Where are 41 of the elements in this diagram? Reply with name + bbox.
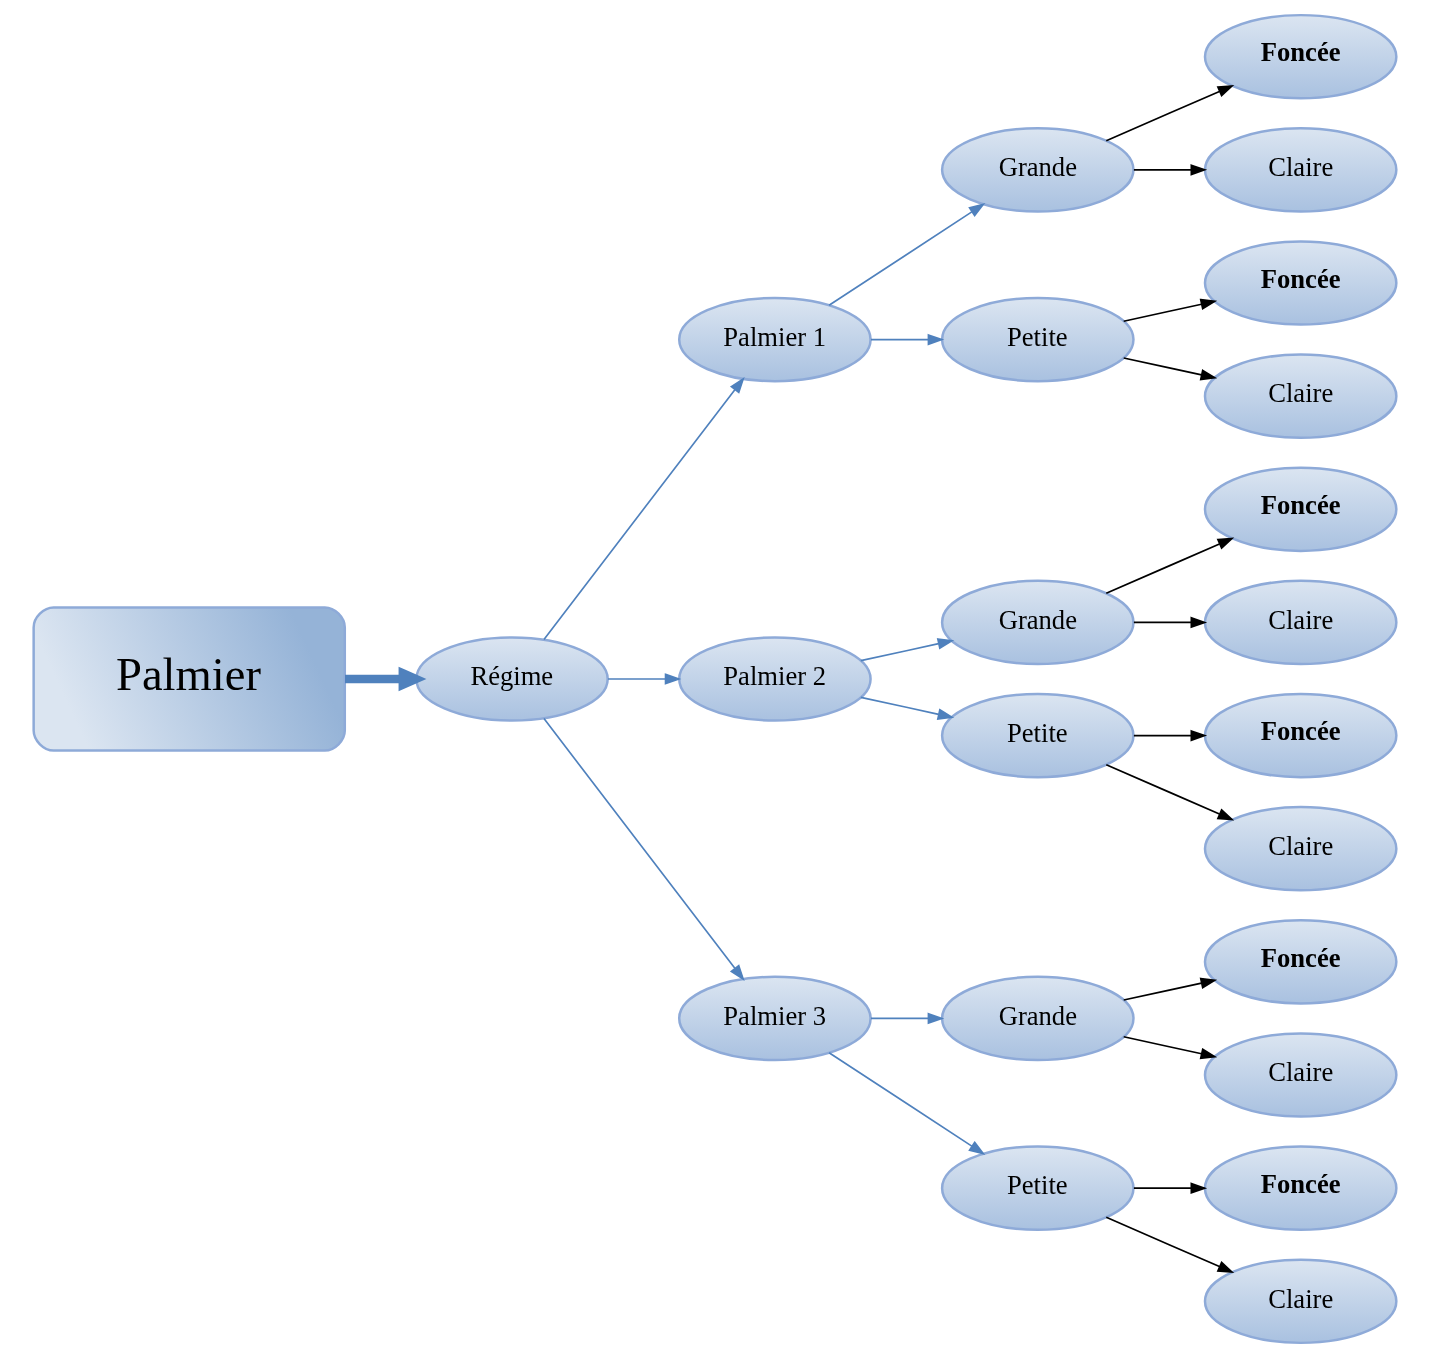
node-ellipse: Foncée	[1203, 1145, 1398, 1231]
arrow	[1105, 537, 1235, 595]
arrow	[543, 717, 745, 982]
arrow	[1105, 84, 1235, 142]
arrow	[1133, 1182, 1208, 1194]
node-ellipse: Petite	[940, 692, 1135, 779]
node-ellipse: Grande	[940, 579, 1135, 666]
arrow	[1105, 1216, 1235, 1274]
arrow	[828, 203, 986, 307]
arrow	[1122, 1035, 1218, 1060]
arrow	[1105, 763, 1235, 821]
node-ellipse: Claire	[1203, 579, 1398, 666]
arrow	[870, 1012, 945, 1025]
node-ellipse: Claire	[1203, 1032, 1398, 1118]
node-ellipse: Claire	[1203, 353, 1398, 439]
node-ellipse: Palmier 2	[678, 636, 872, 722]
arrow	[860, 638, 955, 662]
arrow	[1133, 616, 1208, 629]
node-box: Palmier	[32, 606, 347, 752]
arrow	[1133, 729, 1208, 742]
node-ellipse: Palmier 3	[678, 975, 872, 1062]
node-ellipse: Régime	[415, 636, 609, 722]
node-ellipse: Petite	[940, 296, 1135, 383]
arrow	[1122, 357, 1218, 381]
arrow	[1122, 298, 1218, 323]
arrow	[607, 673, 682, 685]
node-ellipse: Grande	[940, 127, 1135, 213]
arrow	[1122, 977, 1218, 1001]
arrow	[543, 376, 745, 641]
node-ellipse: Foncée	[1203, 240, 1398, 326]
node-ellipse: Foncée	[1203, 692, 1398, 779]
node-ellipse: Palmier 1	[678, 296, 872, 383]
arrow	[870, 333, 945, 346]
node-ellipse: Petite	[940, 1145, 1135, 1231]
node-ellipse: Grande	[940, 975, 1135, 1062]
node-ellipse: Claire	[1203, 127, 1398, 213]
arrow	[860, 696, 955, 720]
arrow	[345, 666, 427, 692]
arrow	[828, 1051, 986, 1155]
arrow	[1133, 164, 1208, 176]
node-ellipse: Foncée	[1203, 919, 1398, 1005]
